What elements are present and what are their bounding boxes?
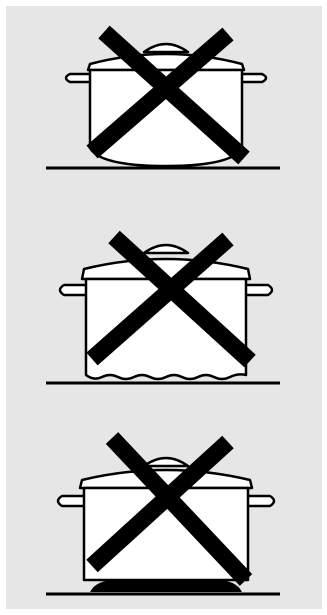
pot-base	[90, 580, 242, 592]
pot-concave-base-icon	[6, 408, 322, 609]
illustration-frame	[6, 6, 322, 609]
panel-convex-base	[6, 6, 322, 207]
panel-concave-base	[6, 408, 322, 609]
pot-uneven-base-icon	[6, 207, 322, 408]
panel-uneven-base	[6, 207, 322, 408]
pot-convex-base-icon	[6, 6, 322, 207]
